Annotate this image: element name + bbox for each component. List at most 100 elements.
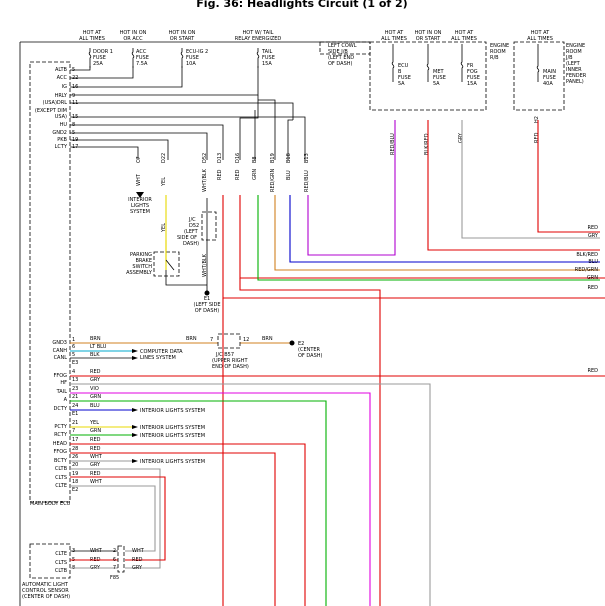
ecu-lower-pins: GND3 1 BRN CANH 6 LT BLU CANL 5 BLK E3 F…	[52, 336, 106, 493]
svg-text:GRY: GRY	[458, 132, 464, 143]
svg-text:YEL: YEL	[161, 223, 167, 233]
svg-text:ACC: ACC	[57, 75, 68, 81]
svg-text:26: 26	[72, 454, 78, 460]
svg-text:BLK/RED: BLK/RED	[576, 252, 598, 258]
svg-text:TAIL: TAIL	[261, 49, 273, 55]
svg-text:YEL: YEL	[161, 177, 167, 187]
auto-light-sensor: CLTE 3 WHT CLTS 5 RED CLTB 8 GRY 2 6 7 W…	[22, 543, 145, 600]
svg-text:RED: RED	[235, 169, 241, 180]
svg-text:18: 18	[72, 479, 78, 485]
svg-text:15A: 15A	[467, 81, 477, 87]
svg-text:9: 9	[72, 93, 75, 99]
svg-text:INNER: INNER	[566, 67, 582, 73]
svg-text:ECU: ECU	[398, 63, 409, 69]
svg-text:BRN: BRN	[90, 336, 101, 342]
svg-text:RED: RED	[90, 446, 101, 452]
svg-text:WHT/BLK: WHT/BLK	[202, 253, 208, 277]
svg-text:BLU: BLU	[588, 259, 598, 265]
svg-text:ROOM: ROOM	[566, 49, 582, 55]
svg-text:AUTOMATIC LIGHT: AUTOMATIC LIGHT	[22, 582, 69, 588]
svg-text:IG: IG	[62, 84, 67, 90]
svg-text:FUSE: FUSE	[186, 55, 199, 61]
svg-text:ECU-IG 2: ECU-IG 2	[186, 49, 208, 55]
svg-text:SYSTEM: SYSTEM	[130, 209, 150, 215]
svg-text:BCTY: BCTY	[54, 458, 68, 464]
svg-text:7: 7	[210, 337, 213, 343]
svg-text:HF: HF	[60, 380, 67, 386]
svg-text:FOG: FOG	[467, 69, 478, 75]
power-header-1: HOT AT ALL TIMES DOOR 1 FUSE 25A	[79, 30, 113, 67]
svg-text:INTERIOR LIGHTS SYSTEM: INTERIOR LIGHTS SYSTEM	[140, 433, 205, 439]
svg-text:GRY: GRY	[90, 377, 101, 383]
svg-text:WHT: WHT	[90, 454, 103, 460]
svg-text:24: 24	[72, 403, 78, 409]
svg-text:LCTY: LCTY	[55, 144, 68, 150]
svg-text:RED: RED	[588, 368, 599, 374]
cowl-jb-label: LEFT COWL SIDE J/B (LEFT END OF DASH)	[328, 43, 357, 67]
power-header-6: HOT IN ON OR START MET FUSE 5A	[415, 30, 446, 87]
svg-text:GRN: GRN	[90, 394, 101, 400]
svg-text:15A: 15A	[262, 61, 272, 67]
power-header-3: HOT IN ON OR START ECU-IG 2 FUSE 10A	[169, 30, 209, 67]
svg-text:J/C: J/C	[188, 217, 196, 223]
svg-text:21: 21	[72, 394, 78, 400]
svg-text:28: 28	[72, 446, 78, 452]
svg-text:E2: E2	[72, 487, 78, 493]
svg-text:10A: 10A	[186, 61, 196, 67]
svg-text:6: 6	[113, 557, 116, 563]
svg-text:SIDE OF: SIDE OF	[177, 235, 197, 241]
svg-text:CANL: CANL	[54, 355, 68, 361]
svg-text:RED: RED	[132, 557, 143, 563]
svg-text:2: 2	[113, 548, 116, 554]
svg-text:ALL TIMES: ALL TIMES	[527, 36, 553, 42]
svg-text:CLTE: CLTE	[55, 551, 67, 557]
svg-text:20: 20	[72, 462, 78, 468]
svg-text:C7: C7	[136, 156, 142, 163]
svg-text:CLTB: CLTB	[55, 568, 68, 574]
svg-text:BRAKE: BRAKE	[135, 258, 152, 264]
svg-text:ROOM: ROOM	[490, 49, 506, 55]
svg-text:5A: 5A	[398, 81, 405, 87]
svg-text:HOT AT: HOT AT	[455, 30, 474, 36]
svg-text:ALTB: ALTB	[55, 67, 68, 73]
svg-text:FUSE: FUSE	[543, 75, 556, 81]
diagram-title: Fig. 36: Headlights Circuit (1 of 2)	[196, 0, 407, 10]
svg-text:(LEFT SIDE: (LEFT SIDE	[194, 302, 221, 308]
svg-text:FUSE: FUSE	[398, 75, 411, 81]
svg-text:7.5A: 7.5A	[136, 61, 148, 67]
right-edge-labels: RED GRY BLK/RED BLU RED/GRN GRN RED RED	[575, 225, 599, 374]
svg-text:(CENTER: (CENTER	[298, 347, 321, 353]
svg-text:HEAD: HEAD	[53, 441, 67, 447]
svg-text:GRY: GRY	[588, 233, 599, 239]
svg-text:GRY: GRY	[132, 565, 143, 571]
svg-text:DASH): DASH)	[183, 241, 199, 247]
svg-text:RED: RED	[588, 285, 599, 291]
svg-text:23: 23	[72, 386, 78, 392]
svg-text:GRN: GRN	[587, 275, 598, 281]
svg-text:ASSEMBLY: ASSEMBLY	[126, 270, 153, 276]
svg-text:FUSE: FUSE	[467, 75, 480, 81]
svg-text:D52: D52	[202, 153, 208, 163]
svg-text:INTERIOR LIGHTS SYSTEM: INTERIOR LIGHTS SYSTEM	[140, 459, 205, 465]
svg-text:B13: B13	[304, 153, 310, 163]
svg-text:HOT W/ TAIL: HOT W/ TAIL	[243, 30, 274, 36]
svg-text:OR START: OR START	[170, 36, 195, 42]
svg-text:MAIN: MAIN	[543, 69, 556, 75]
svg-text:FR: FR	[467, 63, 474, 69]
svg-text:A: A	[64, 397, 68, 403]
engine-room-jb-label: ENGINE ROOM J/B (LEFT INNER FENDER PANEL…	[565, 43, 587, 85]
svg-text:RED/BLU: RED/BLU	[390, 133, 396, 155]
svg-text:PKB: PKB	[57, 137, 67, 143]
svg-text:(CENTER OF DASH): (CENTER OF DASH)	[22, 594, 70, 600]
svg-text:RED: RED	[588, 225, 599, 231]
svg-text:19: 19	[72, 471, 78, 477]
svg-text:HRLY: HRLY	[55, 93, 68, 99]
svg-text:B: B	[398, 69, 402, 75]
svg-text:(EXCEPT DIM: (EXCEPT DIM	[35, 108, 67, 114]
svg-text:12: 12	[243, 337, 249, 343]
svg-text:F85: F85	[110, 575, 119, 581]
svg-text:PANEL): PANEL)	[566, 79, 584, 85]
svg-text:WHT: WHT	[90, 479, 103, 485]
svg-text:25A: 25A	[93, 61, 103, 67]
fuse-wire-labels: RED/BLU BLK/RED GRY RED H2	[390, 116, 540, 155]
